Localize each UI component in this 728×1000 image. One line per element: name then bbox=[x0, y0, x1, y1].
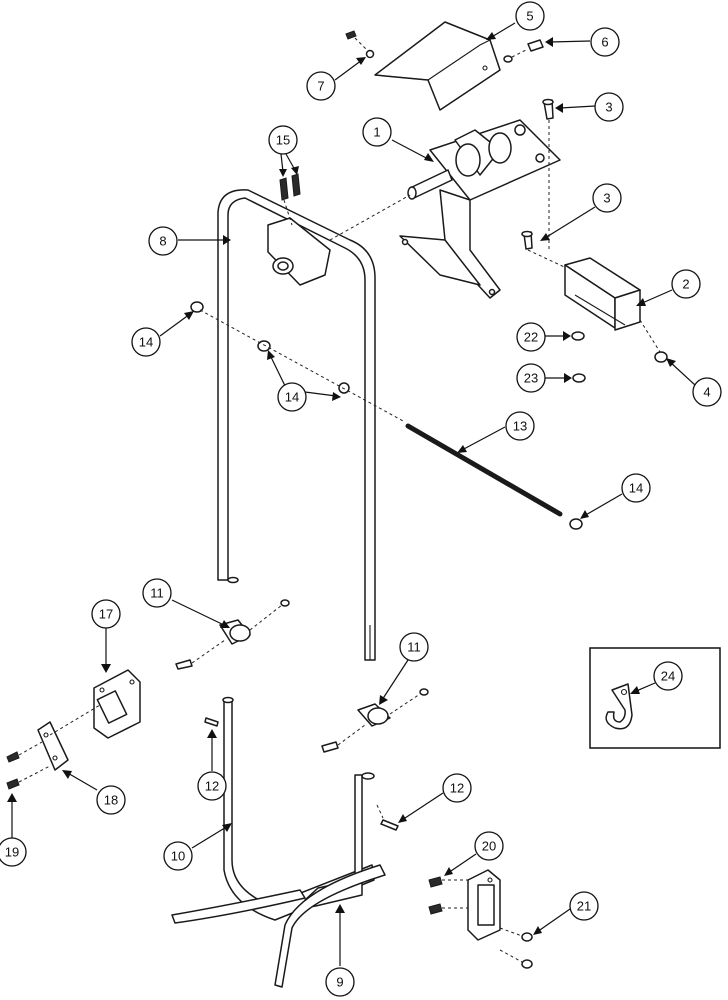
svg-text:8: 8 bbox=[159, 234, 166, 249]
svg-text:6: 6 bbox=[601, 35, 608, 50]
svg-text:17: 17 bbox=[99, 607, 113, 622]
svg-text:2: 2 bbox=[682, 277, 689, 292]
svg-text:14: 14 bbox=[629, 481, 643, 496]
callout-10: 10 bbox=[163, 841, 193, 871]
svg-text:4: 4 bbox=[703, 385, 710, 400]
callout-18: 18 bbox=[96, 785, 126, 815]
svg-text:5: 5 bbox=[526, 9, 533, 24]
part-9-base-tube bbox=[274, 772, 386, 988]
inset-box bbox=[589, 647, 721, 749]
part-15-screws bbox=[279, 173, 301, 226]
callout-14-lower: 14 bbox=[621, 473, 651, 503]
callout-17: 17 bbox=[91, 599, 121, 629]
callout-21: 21 bbox=[569, 891, 599, 921]
part-10-base-tube bbox=[171, 696, 375, 924]
part-18-plate bbox=[37, 721, 69, 771]
svg-text:11: 11 bbox=[150, 586, 164, 601]
part-1-bearing-bracket bbox=[399, 119, 561, 299]
svg-text:21: 21 bbox=[577, 899, 591, 914]
part-14-nut-lower bbox=[569, 518, 583, 530]
svg-text:10: 10 bbox=[171, 849, 185, 864]
callout-1: 1 bbox=[362, 117, 392, 147]
callout-2: 2 bbox=[671, 269, 701, 299]
part-17-bracket bbox=[93, 669, 141, 739]
svg-text:7: 7 bbox=[317, 79, 324, 94]
part-3-bolt-upper bbox=[542, 98, 554, 250]
callout-13: 13 bbox=[505, 411, 535, 441]
part-20-screws bbox=[428, 876, 470, 915]
callout-24: 24 bbox=[653, 661, 683, 691]
callout-11-lower: 11 bbox=[399, 632, 429, 662]
part-3-bolt-lower bbox=[521, 230, 576, 273]
rod-dash-line bbox=[199, 309, 406, 423]
part-5-cover bbox=[374, 21, 501, 111]
leader-lines bbox=[7, 22, 696, 966]
callout-5: 5 bbox=[515, 1, 545, 31]
part-14-nut-mid-a bbox=[257, 340, 271, 352]
part-4-nut bbox=[654, 351, 668, 363]
part-23-washer bbox=[572, 373, 586, 383]
part-2-channel-bracket bbox=[564, 257, 641, 331]
svg-text:3: 3 bbox=[605, 100, 612, 115]
svg-text:22: 22 bbox=[524, 330, 538, 345]
svg-text:14: 14 bbox=[285, 390, 299, 405]
part-12-pin-lower bbox=[376, 804, 399, 831]
part-20-bracket bbox=[467, 869, 501, 941]
callout-20: 20 bbox=[474, 831, 504, 861]
callout-12-upper: 12 bbox=[197, 771, 227, 801]
callout-9: 9 bbox=[325, 967, 355, 997]
callout-7: 7 bbox=[306, 71, 336, 101]
part-12-pin-upper bbox=[204, 717, 219, 727]
callout-22: 22 bbox=[516, 322, 546, 352]
bracket-dash-line bbox=[639, 319, 661, 353]
svg-text:14: 14 bbox=[139, 335, 153, 350]
svg-text:12: 12 bbox=[450, 781, 464, 796]
svg-text:11: 11 bbox=[407, 640, 421, 655]
part-8-frame-tube bbox=[217, 189, 376, 661]
bracket-17-dash bbox=[49, 704, 101, 736]
callout-6: 6 bbox=[590, 27, 620, 57]
callout-23: 23 bbox=[516, 363, 546, 393]
svg-text:20: 20 bbox=[482, 839, 496, 854]
svg-text:23: 23 bbox=[524, 371, 538, 386]
callout-14-upper: 14 bbox=[131, 327, 161, 357]
svg-text:24: 24 bbox=[661, 669, 675, 684]
part-13-threaded-rod bbox=[405, 423, 563, 517]
svg-text:3: 3 bbox=[603, 191, 610, 206]
svg-text:19: 19 bbox=[5, 845, 19, 860]
svg-text:12: 12 bbox=[205, 779, 219, 794]
frame-dash-line bbox=[329, 194, 411, 241]
svg-text:18: 18 bbox=[104, 793, 118, 808]
callout-3-upper: 3 bbox=[594, 92, 624, 122]
callout-3-lower: 3 bbox=[592, 183, 622, 213]
callout-8: 8 bbox=[148, 226, 178, 256]
part-11-clamp-lower bbox=[321, 688, 429, 753]
callout-14-middle: 14 bbox=[277, 382, 307, 412]
part-14-nut-mid-b bbox=[338, 382, 350, 394]
svg-text:13: 13 bbox=[513, 419, 527, 434]
callout-19: 19 bbox=[0, 837, 27, 867]
part-6-screw bbox=[503, 39, 544, 63]
callout-12-lower: 12 bbox=[442, 773, 472, 803]
callout-15: 15 bbox=[268, 125, 298, 155]
svg-text:1: 1 bbox=[373, 125, 380, 140]
part-19-screws bbox=[6, 741, 51, 790]
svg-text:9: 9 bbox=[336, 975, 343, 990]
part-22-washer bbox=[571, 331, 585, 341]
callout-11-upper: 11 bbox=[142, 578, 172, 608]
part-7-screw bbox=[345, 30, 375, 59]
part-21-nuts bbox=[499, 927, 533, 969]
callout-4: 4 bbox=[692, 377, 722, 407]
part-14-nut-upper bbox=[190, 301, 204, 313]
svg-text:15: 15 bbox=[276, 133, 290, 148]
